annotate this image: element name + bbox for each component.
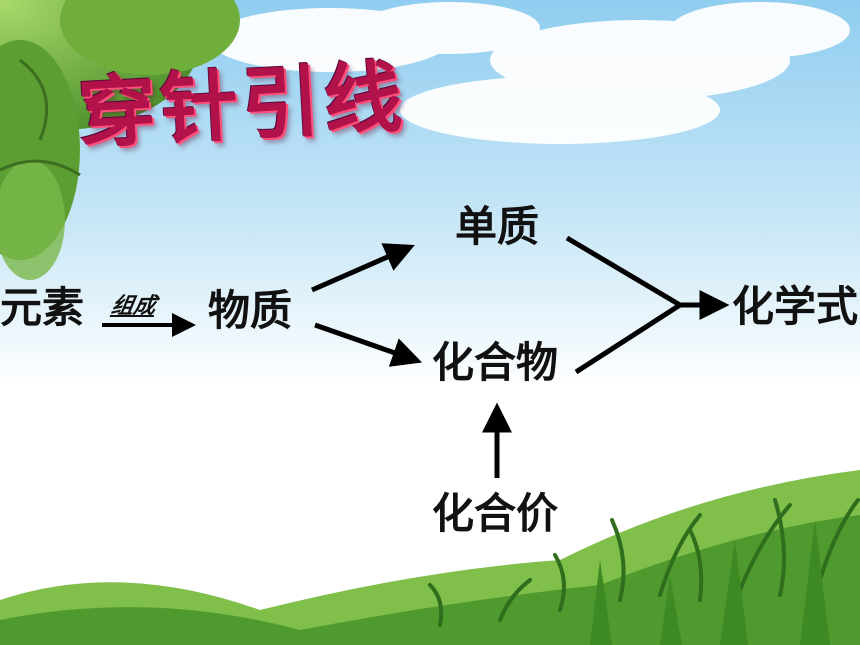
line-compound-to-join bbox=[574, 302, 682, 375]
clouds bbox=[210, 2, 850, 144]
grass bbox=[0, 470, 860, 645]
node-element: 元素 bbox=[0, 283, 85, 332]
line-simple-to-join bbox=[565, 235, 682, 308]
node-substance: 物质 bbox=[208, 286, 293, 335]
node-formula: 化学式 bbox=[732, 282, 859, 331]
tree-foliage bbox=[0, 0, 240, 280]
node-simple-substance: 单质 bbox=[455, 202, 540, 251]
node-compound: 化合物 bbox=[432, 338, 559, 387]
arrow-substance-to-compound bbox=[314, 322, 423, 367]
node-valence: 化合价 bbox=[432, 489, 559, 538]
arrow-substance-to-simple bbox=[310, 243, 415, 293]
edge-label-compose: 组成 bbox=[109, 294, 158, 319]
